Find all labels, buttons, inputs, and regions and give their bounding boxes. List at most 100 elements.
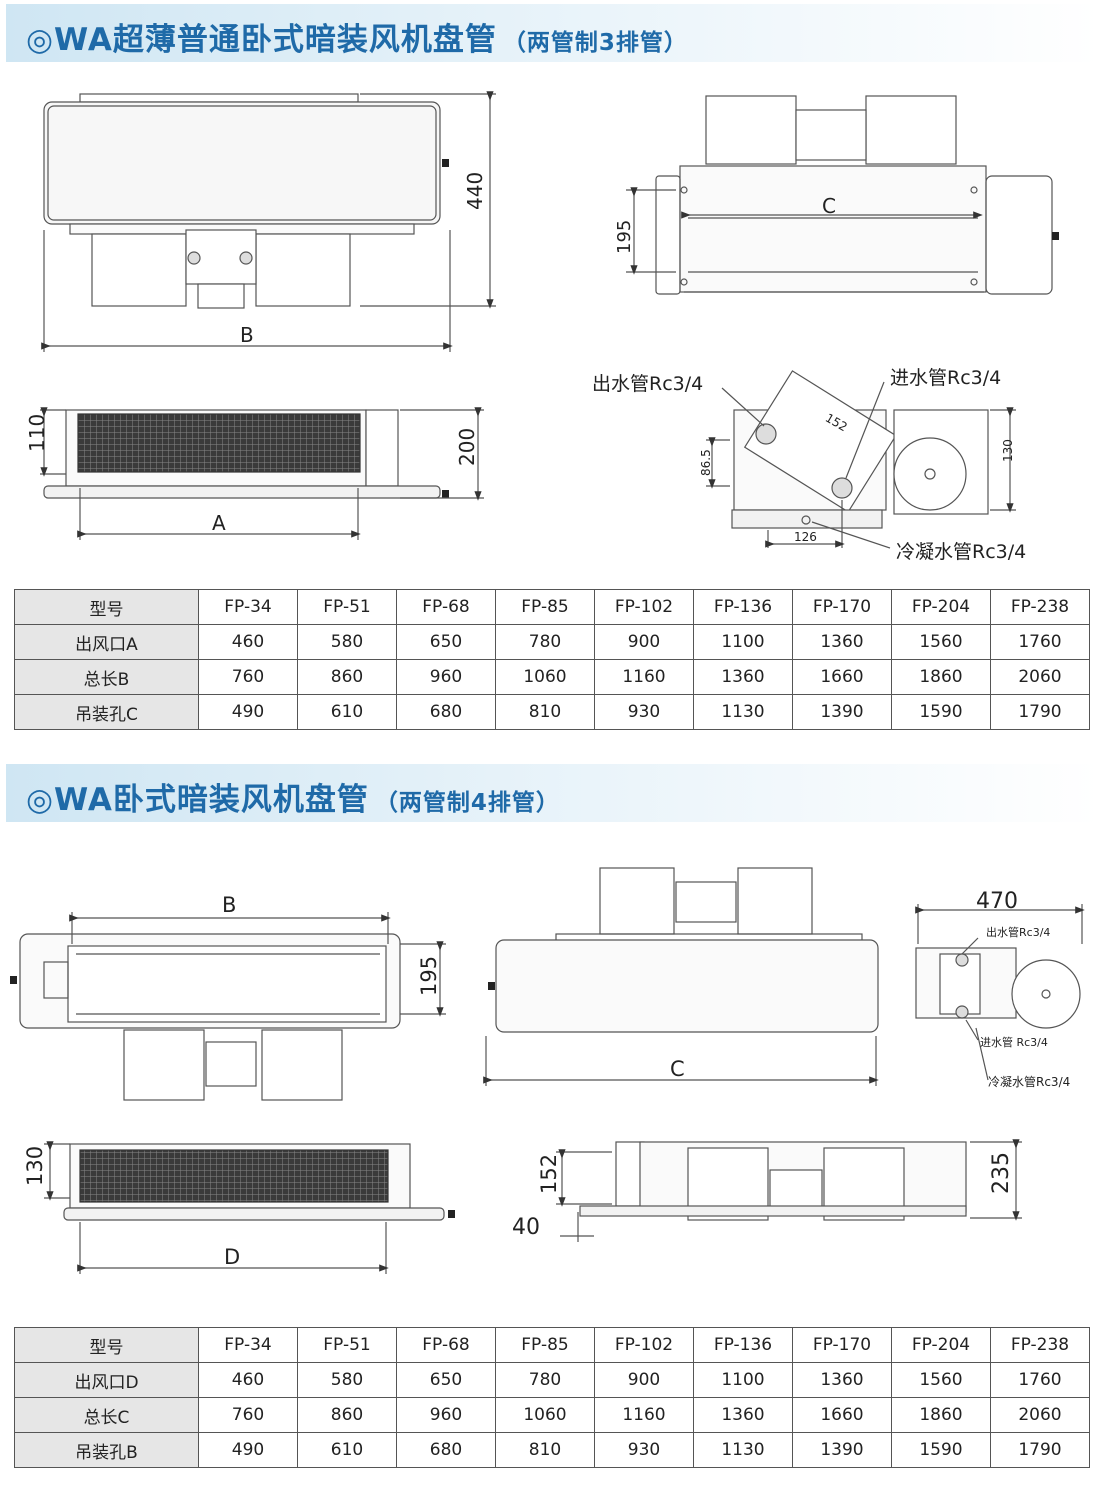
s1-inlet-pipe-label: 进水管Rc3/4 <box>890 367 1001 389</box>
table-cell: 吊装孔C <box>14 694 199 730</box>
table-cell: 1560 <box>891 624 991 660</box>
s1-side-view <box>40 407 484 540</box>
table-row: 吊装孔C 490 610 680 810 930 1130 1390 1590 … <box>14 694 1090 730</box>
s2-dim-130: 130 <box>23 1146 47 1186</box>
table-cell: 760 <box>198 1397 298 1433</box>
table-cell: 610 <box>297 694 397 730</box>
table-cell: 1790 <box>990 1432 1090 1468</box>
table-cell: FP-238 <box>990 1327 1090 1363</box>
section2-title: ◎WA卧式暗装风机盘管（两管制4排管） <box>26 782 560 818</box>
table-cell: 1560 <box>891 1362 991 1398</box>
table-cell: 型号 <box>14 1327 199 1363</box>
table-cell: 2060 <box>990 1397 1090 1433</box>
s2-condensate-pipe-label: 冷凝水管Rc3/4 <box>988 1074 1070 1089</box>
table-cell: FP-204 <box>891 1327 991 1363</box>
section1-subtitle: （两管制3排管） <box>502 30 688 56</box>
s1-dim-200: 200 <box>455 428 479 466</box>
table-cell: 900 <box>594 624 694 660</box>
s2-top-view <box>483 867 879 1086</box>
table-cell: 810 <box>495 694 595 730</box>
table-cell: 1760 <box>990 624 1090 660</box>
section2-subtitle: （两管制4排管） <box>374 790 560 816</box>
table-cell: 580 <box>297 1362 397 1398</box>
table-cell: 1060 <box>495 1397 595 1433</box>
s2-front-view <box>556 1139 1022 1242</box>
table-cell: 1160 <box>594 1397 694 1433</box>
table-cell: 780 <box>495 1362 595 1398</box>
s2-outlet-pipe-label: 出水管Rc3/4 <box>986 925 1050 939</box>
table-cell: 1360 <box>792 624 892 660</box>
table-cell: 1160 <box>594 659 694 695</box>
s1-dim-A: A <box>212 511 226 535</box>
table-cell: 1860 <box>891 1397 991 1433</box>
table-cell: 490 <box>198 1432 298 1468</box>
s1-dim-110: 110 <box>25 414 49 452</box>
table-cell: 出风口D <box>14 1362 199 1398</box>
table-cell: 760 <box>198 659 298 695</box>
table-cell: 680 <box>396 694 496 730</box>
table-cell: FP-204 <box>891 589 991 625</box>
s1-dim-126: 126 <box>794 530 817 544</box>
table-cell: 1390 <box>792 694 892 730</box>
table-cell: FP-51 <box>297 589 397 625</box>
table-cell: 总长B <box>14 659 199 695</box>
table-cell: 460 <box>198 624 298 660</box>
table-cell: FP-85 <box>495 589 595 625</box>
table-row: 吊装孔B 490 610 680 810 930 1130 1390 1590 … <box>14 1432 1090 1468</box>
table-cell: 680 <box>396 1432 496 1468</box>
table-cell: 1590 <box>891 1432 991 1468</box>
table-cell: 1760 <box>990 1362 1090 1398</box>
table-cell: 1660 <box>792 1397 892 1433</box>
table-cell: 460 <box>198 1362 298 1398</box>
table-cell: 780 <box>495 624 595 660</box>
table-row: 总长B 760 860 960 1060 1160 1360 1660 1860… <box>14 659 1090 695</box>
table-cell: 860 <box>297 1397 397 1433</box>
table-row: 出风口D 460 580 650 780 900 1100 1360 1560 … <box>14 1362 1090 1398</box>
s2-dim-235: 235 <box>989 1152 1014 1194</box>
table-cell: 930 <box>594 1432 694 1468</box>
table-cell: 1390 <box>792 1432 892 1468</box>
table-cell: 900 <box>594 1362 694 1398</box>
table-cell: 610 <box>297 1432 397 1468</box>
table-cell: 490 <box>198 694 298 730</box>
table-cell: FP-170 <box>792 1327 892 1363</box>
s2-end-view <box>915 904 1085 1081</box>
s2-dim-40: 40 <box>512 1215 540 1240</box>
s2-dim-D: D <box>224 1245 240 1269</box>
table-cell: FP-136 <box>693 1327 793 1363</box>
table-cell: FP-34 <box>198 1327 298 1363</box>
s2-dim-B: B <box>222 893 236 917</box>
table-cell: 960 <box>396 659 496 695</box>
table-cell: 960 <box>396 1397 496 1433</box>
table-row: 出风口A 460 580 650 780 900 1100 1360 1560 … <box>14 624 1090 660</box>
s1-dim-B: B <box>240 323 254 347</box>
table-cell: 1360 <box>792 1362 892 1398</box>
s2-side-view <box>44 1141 455 1274</box>
table-header-row: 型号 FP-34 FP-51 FP-68 FP-85 FP-102 FP-136… <box>14 589 1090 625</box>
table-cell: 1360 <box>693 1397 793 1433</box>
s1-top-view <box>41 91 496 352</box>
s1-end-view <box>706 370 1016 549</box>
s2-bottom-view <box>10 912 446 1101</box>
table-cell: FP-102 <box>594 1327 694 1363</box>
section2-spec-table: 型号 FP-34 FP-51 FP-68 FP-85 FP-102 FP-136… <box>14 1327 1090 1468</box>
table-cell: 1790 <box>990 694 1090 730</box>
table-cell: FP-34 <box>198 589 298 625</box>
section1-header: ◎WA超薄普通卧式暗装风机盘管（两管制3排管） <box>6 4 1100 62</box>
s1-dim-440: 440 <box>463 172 487 210</box>
s1-dim-130: 130 <box>1001 439 1015 462</box>
table-cell: 2060 <box>990 659 1090 695</box>
s2-inlet-pipe-label: 进水管 Rc3/4 <box>980 1035 1048 1049</box>
table-cell: FP-102 <box>594 589 694 625</box>
table-cell: FP-51 <box>297 1327 397 1363</box>
table-cell: 型号 <box>14 589 199 625</box>
table-cell: 580 <box>297 624 397 660</box>
s1-dim-86-5: 86.5 <box>699 449 713 476</box>
table-cell: FP-68 <box>396 589 496 625</box>
table-cell: 810 <box>495 1432 595 1468</box>
s1-dim-C: C <box>822 194 836 218</box>
s1-condensate-pipe-label: 冷凝水管Rc3/4 <box>896 541 1026 563</box>
section1-title: ◎WA超薄普通卧式暗装风机盘管（两管制3排管） <box>26 22 688 58</box>
section1-spec-table: 型号 FP-34 FP-51 FP-68 FP-85 FP-102 FP-136… <box>14 589 1090 730</box>
table-cell: 650 <box>396 1362 496 1398</box>
